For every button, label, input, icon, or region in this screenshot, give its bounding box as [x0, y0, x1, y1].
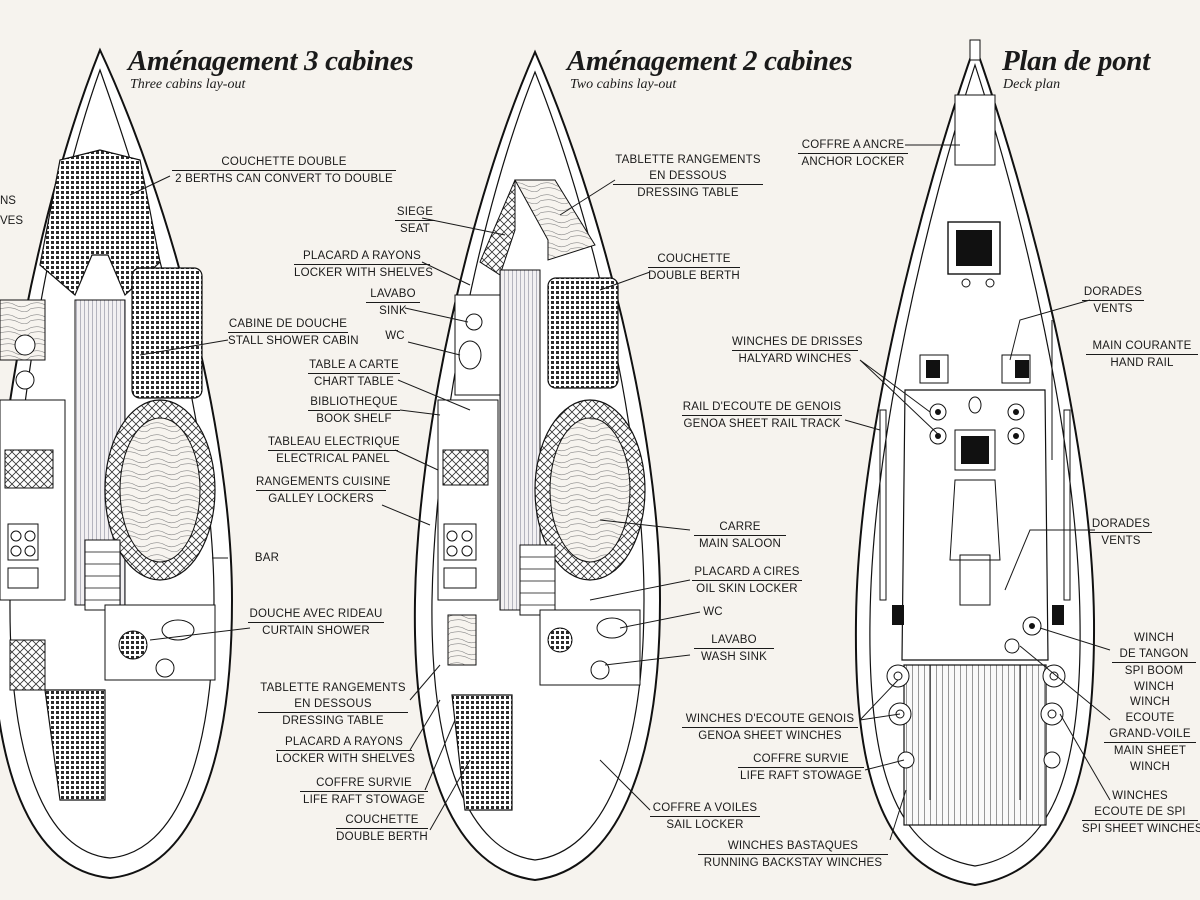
title-three-cabins: Aménagement 3 cabines — [128, 45, 414, 77]
label-bar: BAR — [254, 552, 280, 564]
partial-label-2: VES — [0, 215, 24, 227]
subtitle-two-cabins: Two cabins lay-out — [570, 77, 677, 92]
hull-two-cabins — [413, 49, 662, 882]
subtitle-three-cabins: Three cabins lay-out — [130, 77, 246, 92]
label-wc-left: WC — [385, 330, 405, 342]
partial-label-1: NS — [0, 195, 16, 207]
hull-deck-plan — [854, 39, 1096, 887]
hull-three-cabins — [0, 47, 234, 880]
leader-lines — [129, 144, 1111, 841]
subtitle-deck-plan: Deck plan — [1003, 77, 1061, 92]
label-wc-right: WC — [703, 606, 723, 618]
title-deck-plan: Plan de pont — [1002, 45, 1150, 77]
title-two-cabins: Aménagement 2 cabines — [567, 45, 853, 77]
